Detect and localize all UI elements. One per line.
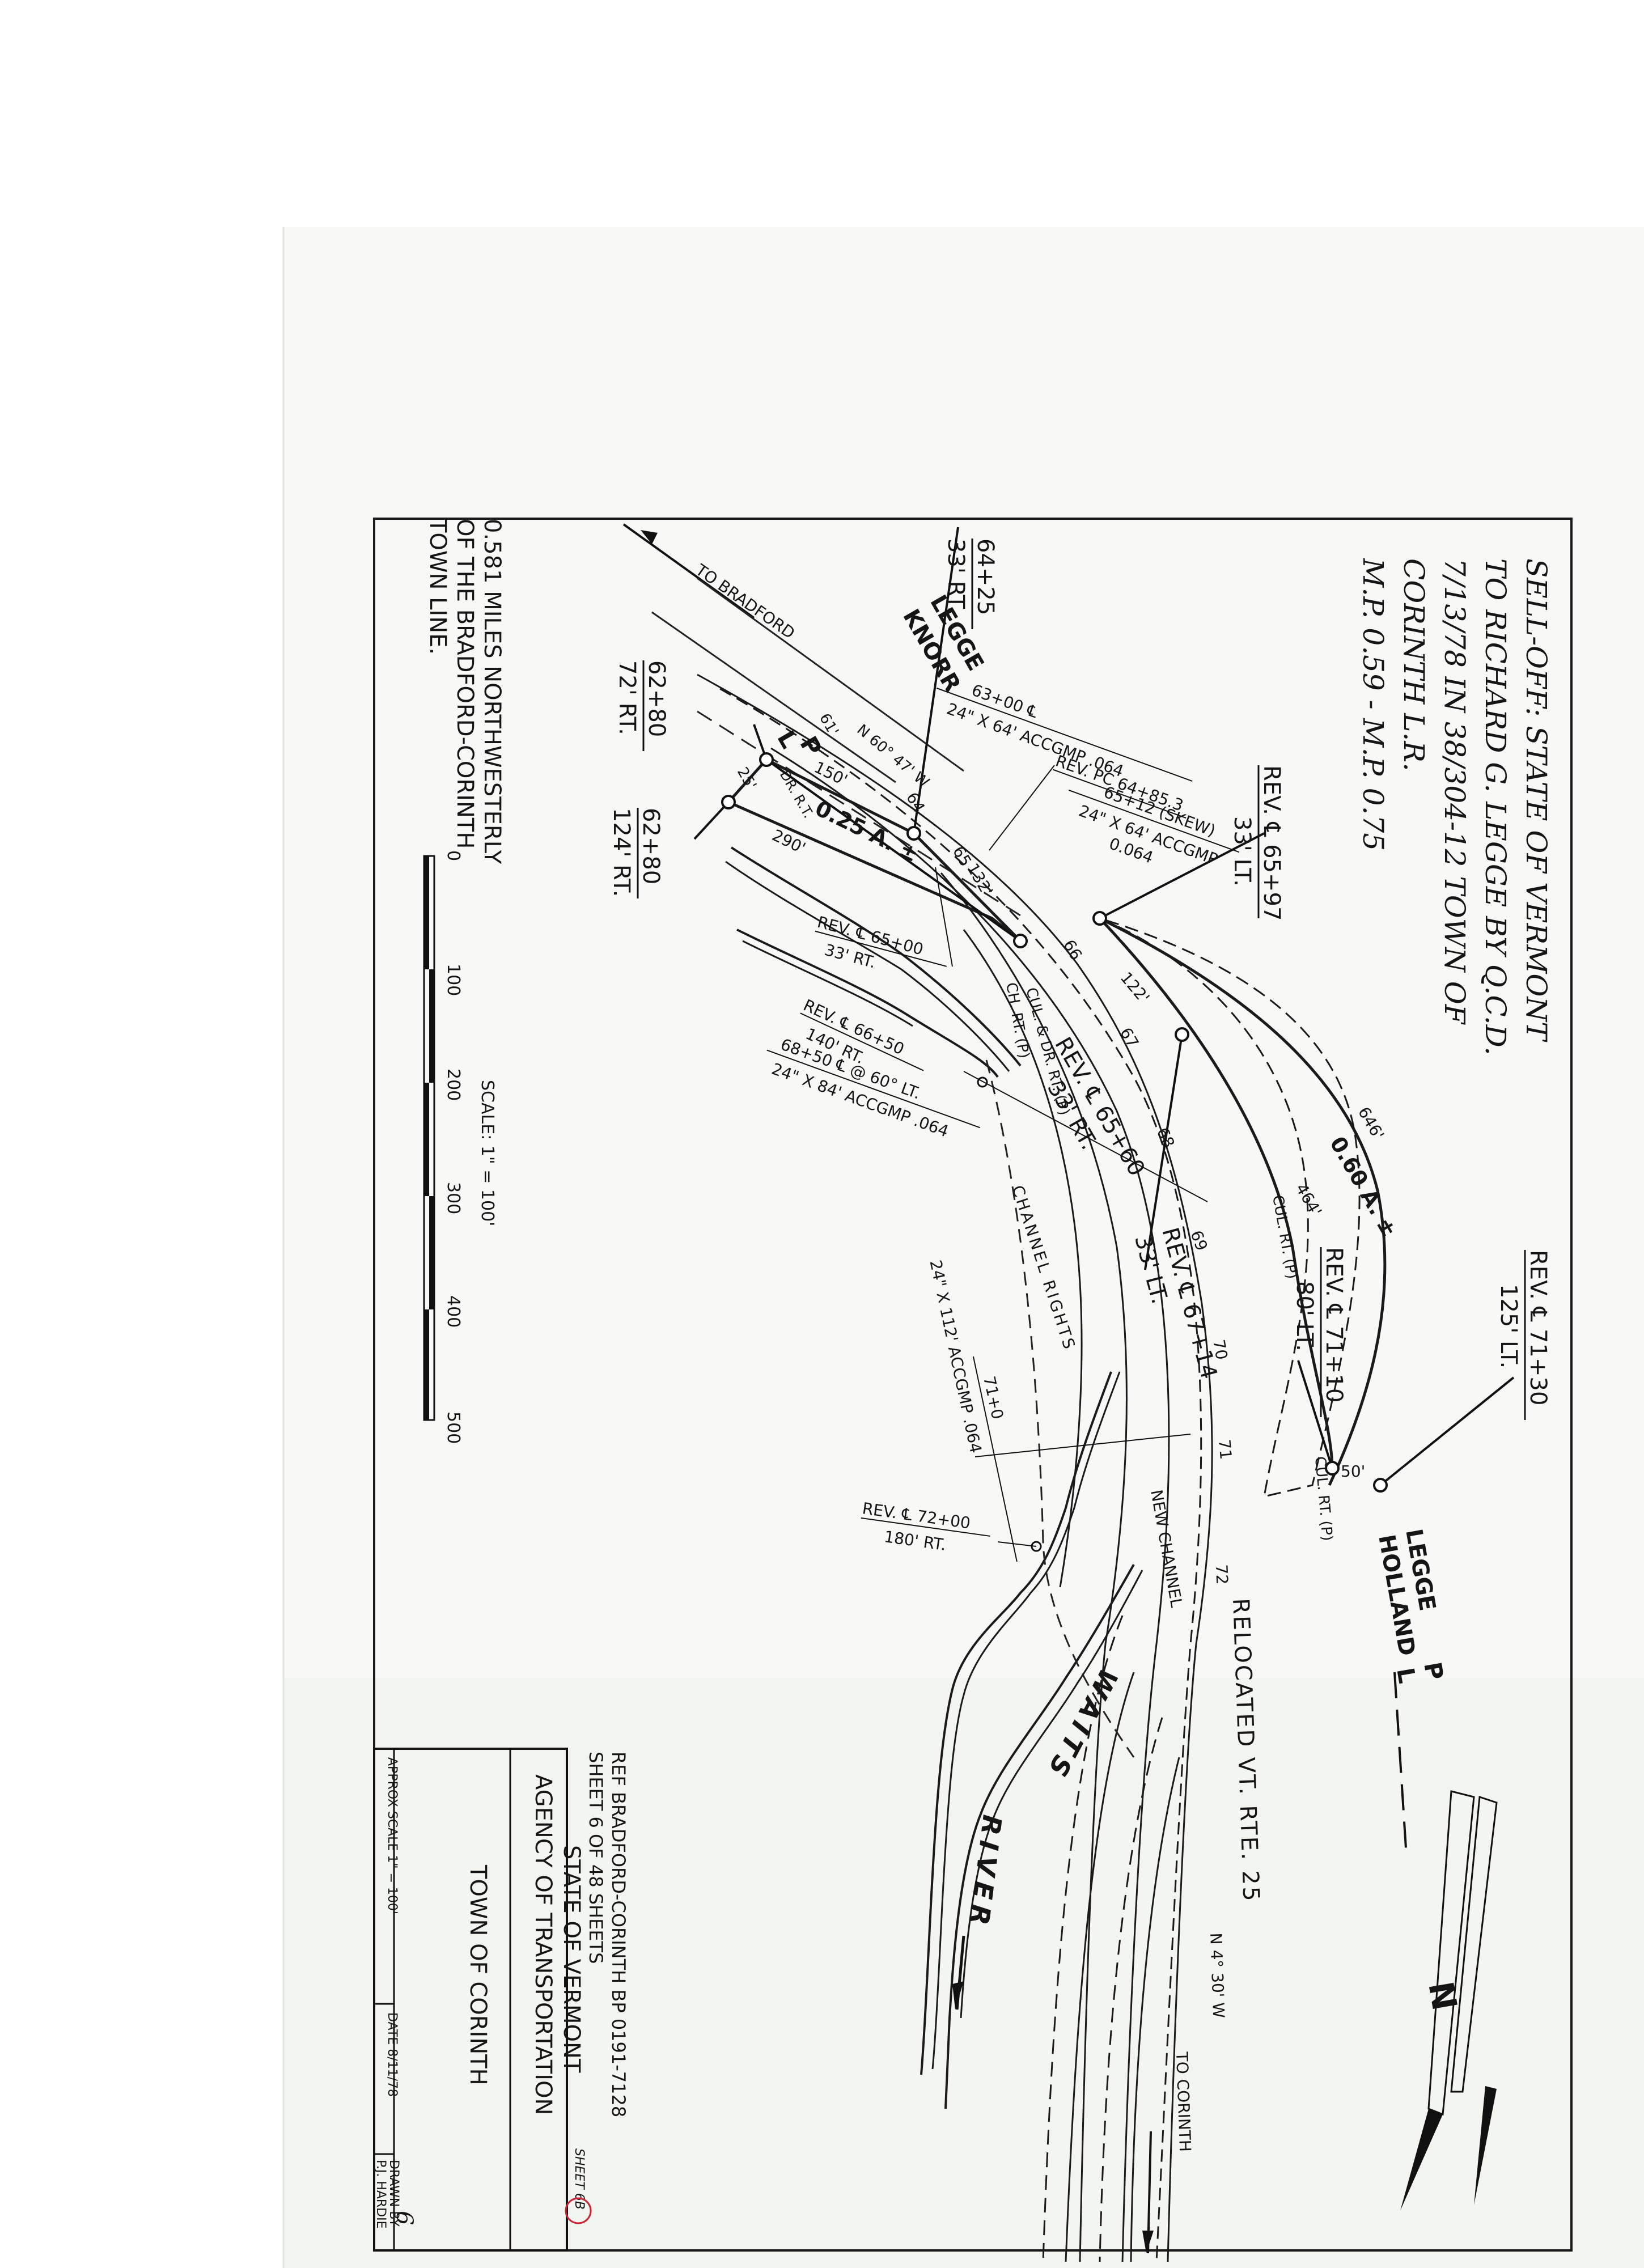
scale-tick-label: 0: [443, 850, 463, 861]
channel-rights-line: [985, 1059, 1135, 1758]
handwritten-number: 6: [391, 2211, 417, 2225]
distance-note: 0.581 MILES NORTHWESTERLY OF THE BRADFOR…: [425, 518, 505, 864]
station-value: REV. ℄ 65+97: [1259, 765, 1285, 921]
title-state: STATE OF VERMONT: [558, 1845, 584, 2073]
station-offset: 72' RT.: [614, 660, 640, 735]
scale-tick-label: 500: [443, 1411, 463, 1444]
station-label: 62+80 72' RT.: [614, 660, 670, 751]
distance-note-line: TOWN LINE.: [425, 518, 451, 655]
parcel-dimension: 50': [1341, 1462, 1365, 1481]
title-town: TOWN OF CORINTH: [465, 1864, 491, 2085]
station-label: REV. ℄ 71+30 125' LT.: [1495, 1250, 1551, 1420]
title-drafter: P.J. HARDIE: [374, 2160, 388, 2229]
scale-bar: 0 100 200 300 400 500 SCALE: 1" = 100': [423, 850, 497, 1444]
station-label: 64+25 33' RT.: [943, 539, 998, 629]
scale-tick-label: 100: [443, 964, 463, 996]
station-value: REV. ℄ 71+30: [1525, 1250, 1551, 1405]
station-value: 62+80: [643, 660, 670, 737]
station-label: 62+80 124' RT.: [608, 808, 664, 898]
relocated-route-25: [622, 523, 1213, 2262]
road-bearing: N 4° 30' W: [1206, 1932, 1228, 2019]
title-agency: AGENCY OF TRANSPORTATION: [530, 1774, 556, 2115]
station-label: REV. ℄ 71+10 80' LT.: [1291, 1247, 1347, 1417]
title-sheet: SHEET 6 OF 48 SHEETS: [585, 1752, 607, 1964]
map-frame: [373, 518, 1573, 2252]
header-note-line: SELL-OFF: STATE OF VERMONT: [1520, 558, 1553, 1042]
header-note-line: TO RICHARD G. LEGGE BY Q.C.D.: [1479, 558, 1512, 1055]
station-value: 64+25: [972, 539, 998, 615]
title-approx-scale: APPROX SCALE 1" = 100': [385, 1757, 399, 1914]
scale-tick-label: 200: [443, 1069, 463, 1101]
header-note: SELL-OFF: STATE OF VERMONT TO RICHARD G.…: [1357, 558, 1553, 1055]
station-tick-label: 70: [1209, 1338, 1231, 1361]
station-offset: 125' LT.: [1495, 1284, 1522, 1368]
station-value: REV. ℄ 71+10: [1321, 1247, 1347, 1402]
title-ref: REF BRADFORD-CORINTH BP 0191-7128: [608, 1752, 629, 2117]
station-offset: 33' RT.: [943, 539, 969, 613]
station-tick-label: 72: [1212, 1564, 1231, 1585]
distance-note-line: OF THE BRADFORD-CORINTH: [452, 519, 478, 849]
station-label: REV. ℄ 65+97 33' LT.: [1229, 765, 1285, 921]
title-date: DATE 8/11/78: [385, 2012, 399, 2097]
station-offset: 124' RT.: [608, 808, 634, 897]
sheet-stamp-circle: [565, 2197, 592, 2224]
scale-caption: SCALE: 1" = 100': [477, 1080, 497, 1226]
north-arrow-icon: N: [1400, 1790, 1498, 2211]
scale-tick-label: 300: [443, 1182, 463, 1214]
station-tick-label: 71: [1215, 1439, 1235, 1460]
title-block: REF BRADFORD-CORINTH BP 0191-7128 SHEET …: [373, 1748, 629, 2252]
station-value: 62+80: [638, 808, 664, 884]
scale-tick-label: 400: [443, 1295, 463, 1328]
station-offset: 80' LT.: [1291, 1281, 1317, 1351]
title-drawn-by: DRAWN BY: [387, 2160, 401, 2227]
header-note-line: M.P. 0.59 - M.P. 0.75: [1357, 558, 1389, 851]
north-letter: N: [1420, 1978, 1464, 2013]
header-note-line: 7/13/78 IN 38/304-12 TOWN OF: [1438, 558, 1471, 1025]
header-note-line: CORINTH L.R.: [1397, 558, 1430, 771]
distance-note-line: 0.581 MILES NORTHWESTERLY: [479, 519, 505, 864]
to-corinth-label: TO CORINTH: [1172, 2051, 1194, 2152]
station-offset: 33' LT.: [1229, 816, 1255, 887]
